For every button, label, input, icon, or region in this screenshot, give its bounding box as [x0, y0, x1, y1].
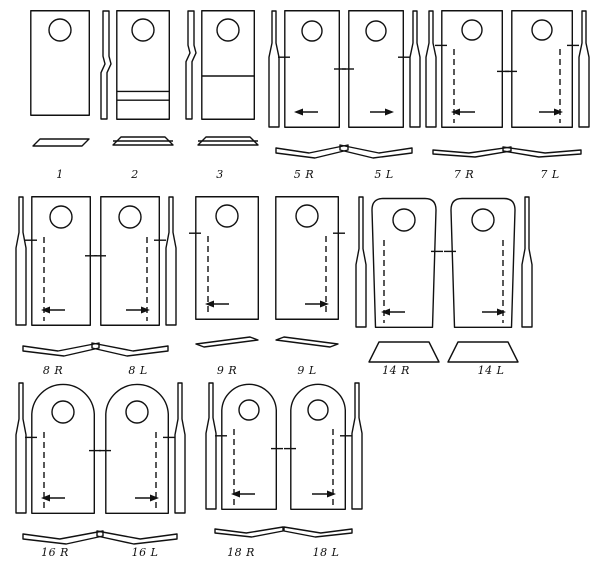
blade-drawing-9l: [275, 196, 345, 364]
blade-item-5r: 5 R: [268, 10, 349, 181]
blade-drawing-14r: [355, 196, 443, 364]
blade-drawing-2: [100, 10, 174, 160]
blade-item-8r: 8 R: [15, 196, 100, 377]
blade-drawing-5l: [339, 10, 421, 160]
blade-label-14l: 14 L: [477, 364, 505, 377]
diagram-row-1: 1 2 3 5 R 5 L 7 R 7 L: [0, 10, 590, 181]
blade-item-5l: 5 L: [339, 10, 421, 181]
blade-label-5r: 5 R: [293, 168, 315, 181]
blade-item-18r: 18 R: [205, 382, 284, 559]
blade-item-7l: 7 L: [502, 10, 590, 181]
blade-drawing-5r: [268, 10, 349, 160]
blade-drawing-16r: [15, 382, 104, 545]
blade-drawing-1: [30, 10, 91, 160]
blade-item-2: 2: [100, 10, 174, 181]
blade-label-18r: 18 R: [227, 546, 255, 559]
blade-item-14l: 14 L: [444, 196, 533, 377]
blade-item-3: 3: [185, 10, 259, 181]
blade-item-16l: 16 L: [96, 382, 186, 559]
blade-drawing-18l: [283, 382, 363, 544]
blade-drawing-16l: [96, 382, 186, 545]
blade-drawing-8r: [15, 196, 100, 364]
blade-drawing-18r: [205, 382, 284, 544]
diagram-row-2: 8 R 8 L 9 R 9 L 14 R 14 L: [0, 196, 533, 377]
blade-item-7r: 7 R: [425, 10, 512, 181]
blade-item-9r: 9 R: [189, 196, 260, 377]
blade-label-8r: 8 R: [42, 364, 64, 377]
blade-drawing-8l: [91, 196, 177, 364]
blade-label-7r: 7 R: [453, 168, 475, 181]
blade-label-7l: 7 L: [540, 168, 560, 181]
blade-label-2: 2: [131, 168, 139, 181]
blade-drawing-7r: [425, 10, 512, 160]
blade-drawing-3: [185, 10, 259, 160]
blade-label-18l: 18 L: [312, 546, 340, 559]
blade-label-9r: 9 R: [216, 364, 238, 377]
blade-item-9l: 9 L: [275, 196, 345, 377]
blade-label-1: 1: [56, 168, 64, 181]
blade-label-14r: 14 R: [382, 364, 410, 377]
blade-item-8l: 8 L: [91, 196, 177, 377]
blade-drawing-14l: [444, 196, 533, 364]
blade-label-9l: 9 L: [297, 364, 317, 377]
blade-label-16r: 16 R: [41, 546, 69, 559]
blade-drawing-9r: [189, 196, 260, 364]
blade-item-1: 1: [30, 10, 91, 181]
blade-label-5l: 5 L: [374, 168, 394, 181]
blade-label-8l: 8 L: [128, 364, 148, 377]
blade-label-3: 3: [216, 168, 224, 181]
blade-drawing-7l: [502, 10, 590, 160]
blade-item-14r: 14 R: [355, 196, 443, 377]
blade-item-18l: 18 L: [283, 382, 363, 559]
diagram-row-3: 16 R 16 L 18 R 18 L: [0, 382, 363, 559]
blade-label-16l: 16 L: [131, 546, 159, 559]
blade-item-16r: 16 R: [15, 382, 104, 559]
